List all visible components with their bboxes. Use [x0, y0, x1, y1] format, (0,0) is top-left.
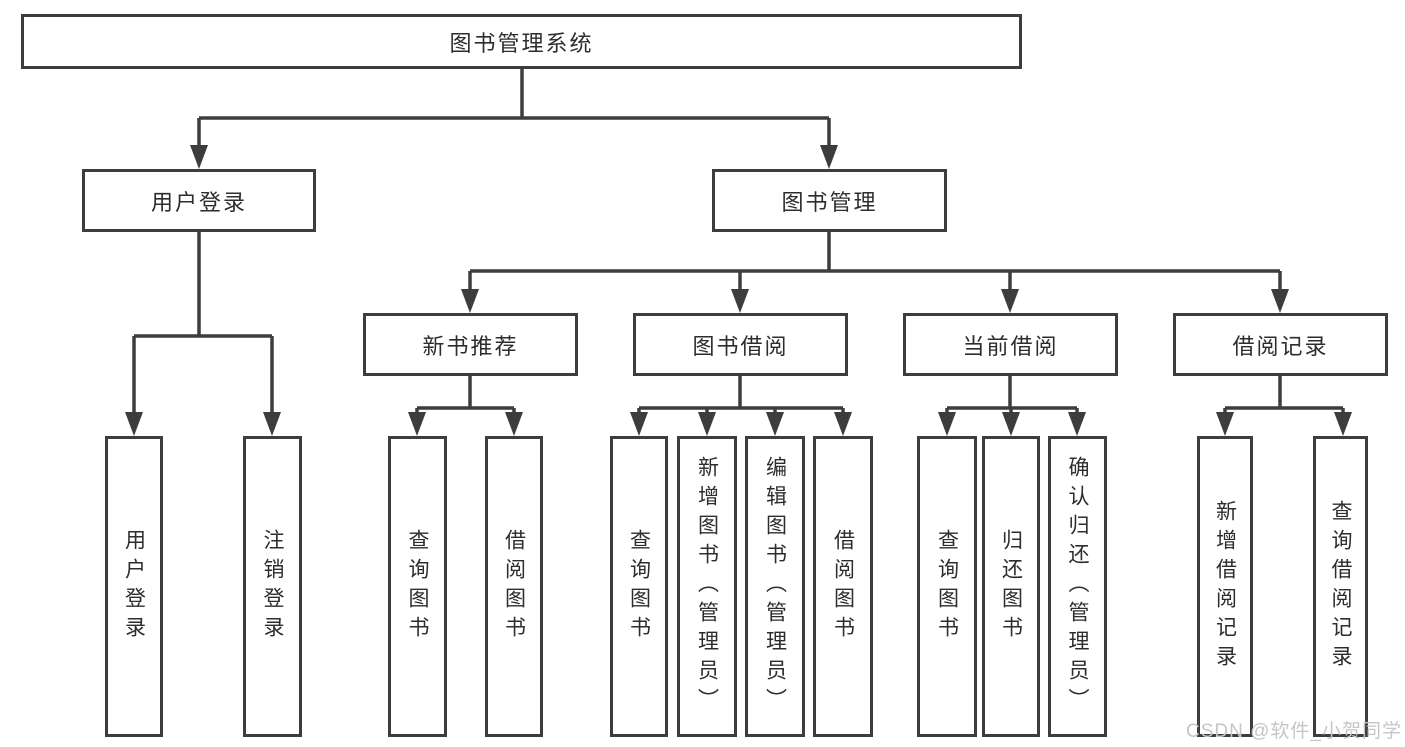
node-borrowing-records: 借阅记录	[1173, 313, 1388, 376]
leaf-logout: 注销登录	[243, 436, 302, 737]
leaf-query-borrow-record: 查询借阅记录	[1313, 436, 1368, 737]
node-current-borrowing: 当前借阅	[903, 313, 1118, 376]
leaf-label: 归还图书	[999, 528, 1023, 645]
leaf-add-borrow-record: 新增借阅记录	[1197, 436, 1253, 737]
watermark: CSDN @软件_小贺同学	[1186, 721, 1402, 742]
leaf-label: 借阅图书	[502, 528, 526, 645]
arrowheads	[125, 145, 1352, 436]
leaf-add-book-admin: 新增图书（管理员）	[677, 436, 737, 737]
leaf-label: 查询借阅记录	[1329, 499, 1352, 674]
leaf-query-books-current: 查询图书	[917, 436, 977, 737]
leaf-user-login: 用户登录	[105, 436, 163, 737]
leaf-label: 编辑图书（管理员）	[763, 456, 787, 717]
node-label: 图书管理	[781, 189, 878, 215]
node-label: 用户登录	[150, 189, 247, 215]
leaf-edit-book-admin: 编辑图书（管理员）	[745, 436, 805, 737]
node-new-book-recommendation: 新书推荐	[363, 313, 578, 376]
node-book-borrowing: 图书借阅	[633, 313, 848, 376]
leaf-label: 新增借阅记录	[1213, 499, 1237, 674]
leaf-label: 用户登录	[122, 528, 146, 645]
leaf-label: 借阅图书	[831, 528, 855, 645]
leaf-label: 确认归还（管理员）	[1066, 456, 1089, 717]
leaf-label: 注销登录	[261, 528, 284, 645]
node-label: 图书管理系统	[449, 30, 594, 56]
leaf-confirm-return-admin: 确认归还（管理员）	[1048, 436, 1107, 737]
leaf-query-books-borrow: 查询图书	[610, 436, 668, 737]
leaf-borrow-books-recommend: 借阅图书	[485, 436, 543, 737]
leaf-borrow-books: 借阅图书	[813, 436, 873, 737]
leaf-label: 查询图书	[627, 528, 651, 645]
leaf-return-book: 归还图书	[982, 436, 1040, 737]
node-label: 新书推荐	[422, 333, 519, 359]
node-library-management-system: 图书管理系统	[21, 14, 1022, 69]
leaf-label: 查询图书	[406, 528, 429, 645]
node-label: 借阅记录	[1232, 333, 1329, 359]
leaf-query-books-recommend: 查询图书	[388, 436, 447, 737]
leaf-label: 查询图书	[935, 528, 959, 645]
leaf-label: 新增图书（管理员）	[695, 456, 719, 717]
node-label: 图书借阅	[692, 333, 789, 359]
node-book-management: 图书管理	[712, 169, 947, 232]
node-label: 当前借阅	[962, 333, 1059, 359]
node-user-login: 用户登录	[82, 169, 316, 232]
